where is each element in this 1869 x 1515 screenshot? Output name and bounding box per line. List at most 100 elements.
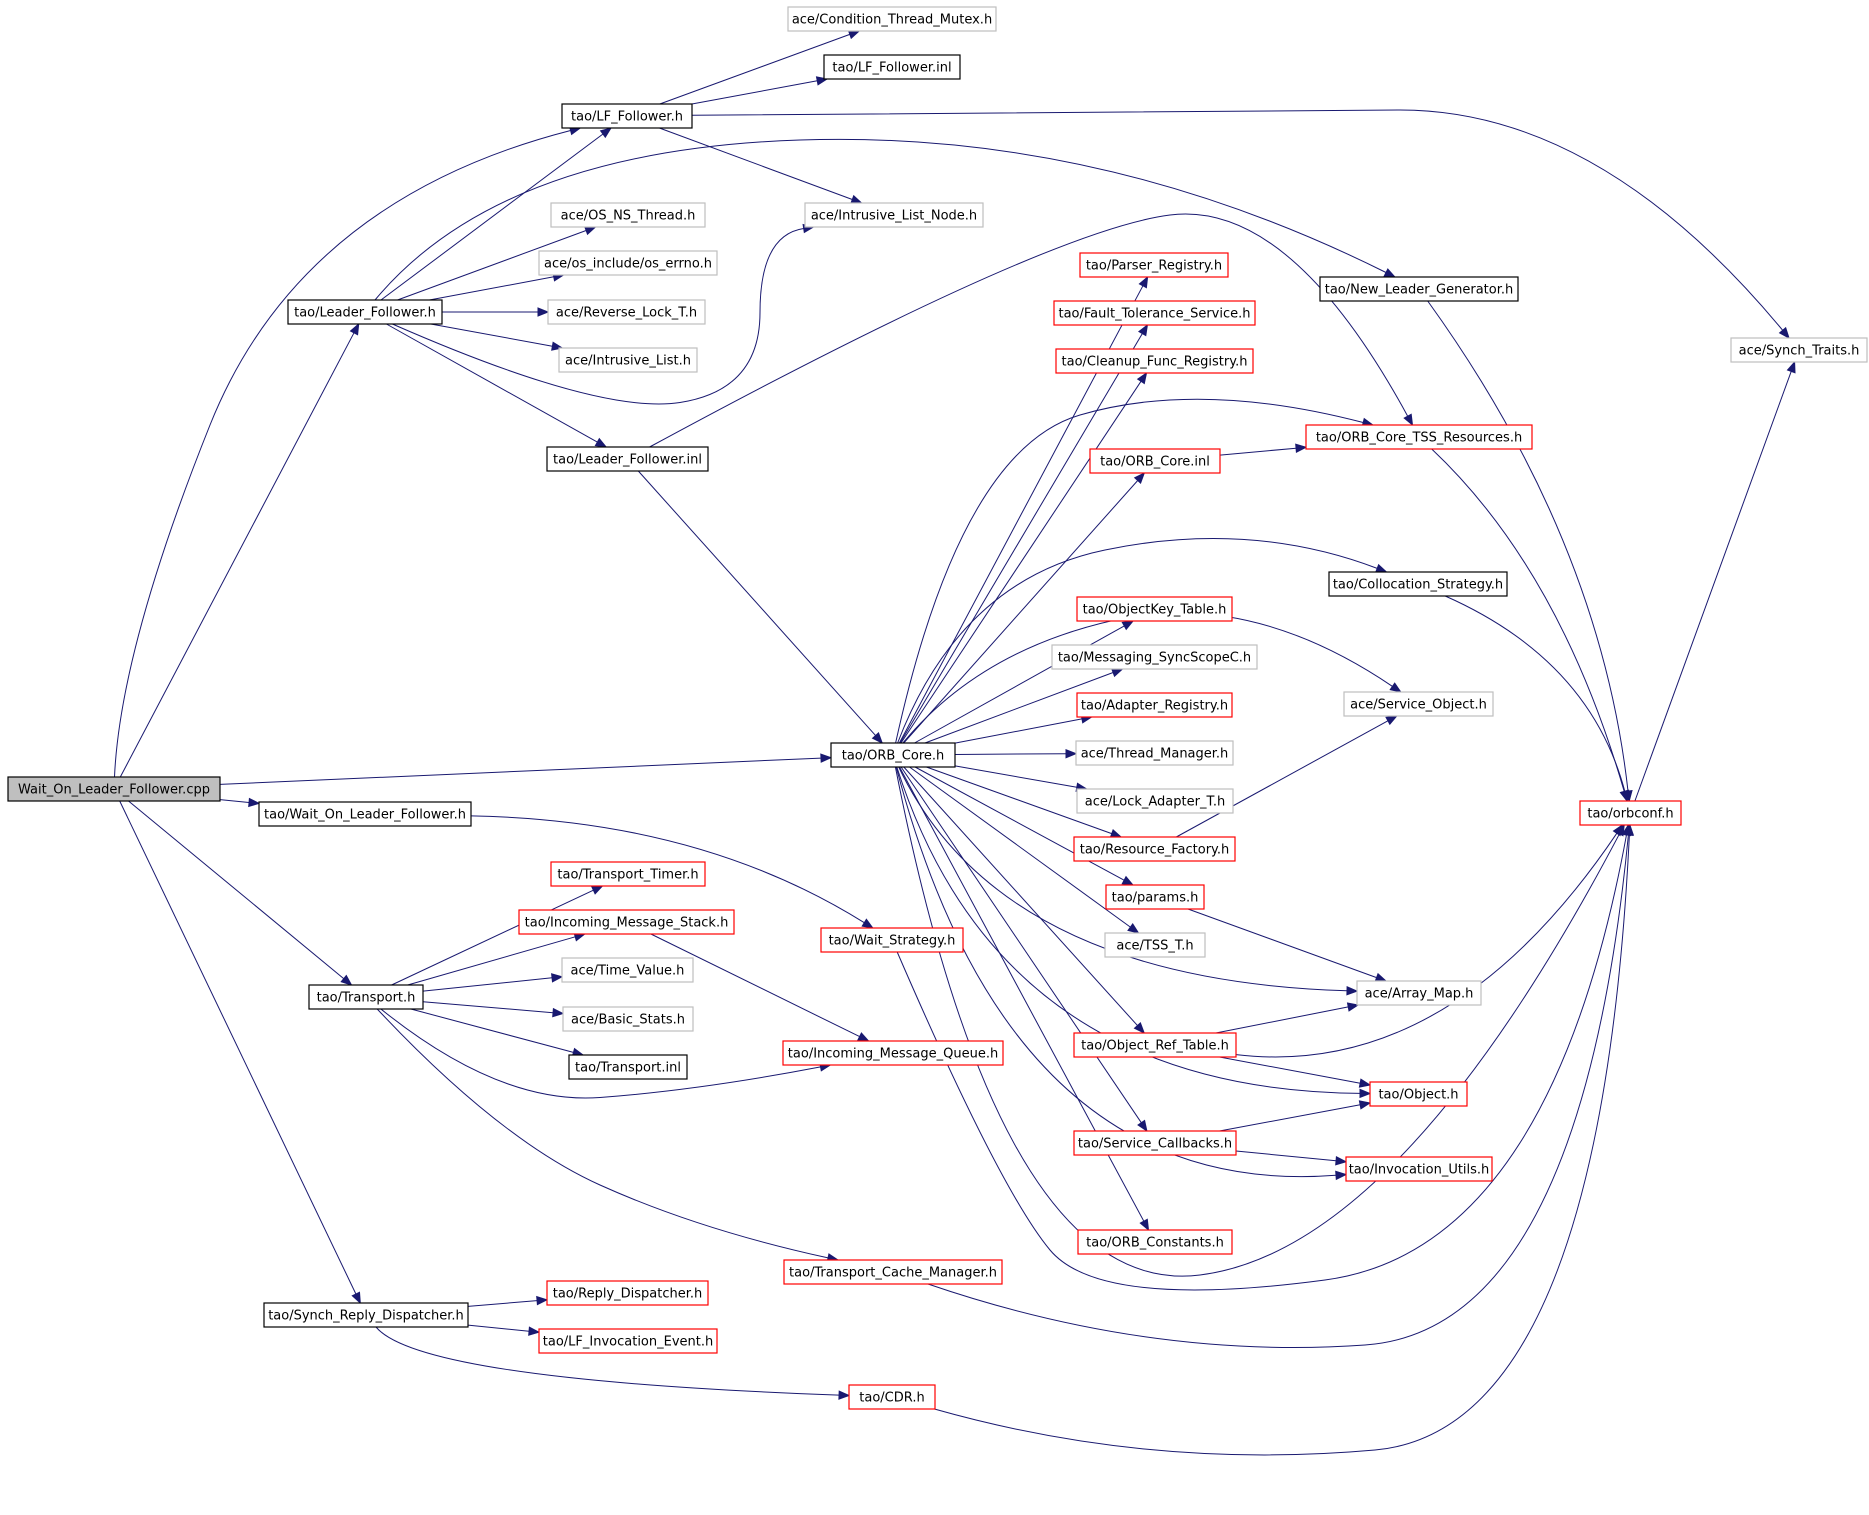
node-box[interactable]	[546, 446, 709, 472]
node-box[interactable]	[538, 250, 718, 276]
node-orb-core-h[interactable]: tao/ORB_Core.h	[830, 742, 956, 768]
node-box[interactable]	[782, 1040, 1004, 1066]
node-orb-constants[interactable]: tao/ORB_Constants.h	[1077, 1229, 1233, 1255]
node-box[interactable]	[1073, 1130, 1237, 1156]
node-orbconf[interactable]: tao/orbconf.h	[1579, 800, 1682, 826]
node-tss-t[interactable]: ace/TSS_T.h	[1104, 932, 1206, 958]
node-synch-traits[interactable]: ace/Synch_Traits.h	[1730, 337, 1868, 363]
node-object-ref-table[interactable]: tao/Object_Ref_Table.h	[1073, 1032, 1237, 1058]
node-orb-core-tss[interactable]: tao/ORB_Core_TSS_Resources.h	[1305, 424, 1533, 450]
node-box[interactable]	[1076, 596, 1233, 622]
node-lf-invocation-event[interactable]: tao/LF_Invocation_Event.h	[538, 1328, 718, 1354]
node-adapter-registry[interactable]: tao/Adapter_Registry.h	[1076, 692, 1233, 718]
node-lock-adapter[interactable]: ace/Lock_Adapter_T.h	[1076, 788, 1234, 814]
node-box[interactable]	[1343, 691, 1494, 717]
node-leader-follower-inl[interactable]: tao/Leader_Follower.inl	[546, 446, 709, 472]
node-resource-factory[interactable]: tao/Resource_Factory.h	[1073, 836, 1236, 862]
node-service-object[interactable]: ace/Service_Object.h	[1343, 691, 1494, 717]
node-incoming-msg-queue[interactable]: tao/Incoming_Message_Queue.h	[782, 1040, 1004, 1066]
node-service-callbacks[interactable]: tao/Service_Callbacks.h	[1073, 1130, 1237, 1156]
node-box[interactable]	[1055, 348, 1254, 374]
node-box[interactable]	[562, 1006, 694, 1032]
node-fault-tolerance[interactable]: tao/Fault_Tolerance_Service.h	[1053, 300, 1256, 326]
node-box[interactable]	[820, 927, 964, 953]
node-box[interactable]	[1076, 692, 1233, 718]
node-params[interactable]: tao/params.h	[1105, 884, 1205, 910]
node-box[interactable]	[263, 1302, 469, 1328]
node-box[interactable]	[830, 742, 956, 768]
node-transport-cache[interactable]: tao/Transport_Cache_Manager.h	[783, 1259, 1003, 1285]
node-box[interactable]	[547, 299, 706, 325]
node-new-leader-gen[interactable]: tao/New_Leader_Generator.h	[1319, 276, 1519, 302]
node-transport-inl[interactable]: tao/Transport.inl	[568, 1054, 688, 1080]
node-incoming-msg-stack[interactable]: tao/Incoming_Message_Stack.h	[518, 909, 735, 935]
node-reverse-lock[interactable]: ace/Reverse_Lock_T.h	[547, 299, 706, 325]
node-transport-h[interactable]: tao/Transport.h	[308, 984, 424, 1010]
node-box[interactable]	[804, 202, 984, 228]
node-box[interactable]	[550, 202, 706, 228]
node-box[interactable]	[558, 347, 698, 373]
node-box[interactable]	[1305, 424, 1533, 450]
node-box[interactable]	[1356, 980, 1482, 1006]
node-box[interactable]	[848, 1384, 936, 1410]
node-orb-core-inl[interactable]: tao/ORB_Core.inl	[1089, 448, 1221, 474]
node-box[interactable]	[568, 1054, 688, 1080]
node-objectkey-table[interactable]: tao/ObjectKey_Table.h	[1076, 596, 1233, 622]
node-intrusive-list-node[interactable]: ace/Intrusive_List_Node.h	[804, 202, 984, 228]
node-box[interactable]	[1328, 571, 1508, 597]
node-array-map[interactable]: ace/Array_Map.h	[1356, 980, 1482, 1006]
node-intrusive-list[interactable]: ace/Intrusive_List.h	[558, 347, 698, 373]
node-box[interactable]	[546, 1280, 709, 1306]
node-leader-follower-h[interactable]: tao/Leader_Follower.h	[287, 299, 443, 325]
node-os-errno[interactable]: ace/os_include/os_errno.h	[538, 250, 718, 276]
node-box[interactable]	[1319, 276, 1519, 302]
node-box[interactable]	[1053, 300, 1256, 326]
node-box[interactable]	[1104, 932, 1206, 958]
node-box[interactable]	[1073, 1032, 1237, 1058]
node-invocation-utils[interactable]: tao/Invocation_Utils.h	[1345, 1156, 1493, 1182]
node-parser-registry[interactable]: tao/Parser_Registry.h	[1079, 252, 1229, 278]
node-box[interactable]	[561, 103, 693, 129]
node-box[interactable]	[1051, 644, 1258, 670]
node-box[interactable]	[783, 1259, 1003, 1285]
node-wait-strategy[interactable]: tao/Wait_Strategy.h	[820, 927, 964, 953]
node-wait-lf-h[interactable]: tao/Wait_On_Leader_Follower.h	[258, 801, 472, 827]
node-box[interactable]	[1089, 448, 1221, 474]
node-object-h[interactable]: tao/Object.h	[1369, 1081, 1468, 1107]
node-box[interactable]	[787, 6, 997, 32]
node-synch-reply[interactable]: tao/Synch_Reply_Dispatcher.h	[263, 1302, 469, 1328]
node-box[interactable]	[1345, 1156, 1493, 1182]
node-lf-follower-h[interactable]: tao/LF_Follower.h	[561, 103, 693, 129]
node-box[interactable]	[287, 299, 443, 325]
node-box[interactable]	[7, 776, 221, 802]
node-thread-manager[interactable]: ace/Thread_Manager.h	[1075, 740, 1234, 766]
node-basic-stats[interactable]: ace/Basic_Stats.h	[562, 1006, 694, 1032]
node-box[interactable]	[258, 801, 472, 827]
node-transport-timer[interactable]: tao/Transport_Timer.h	[550, 861, 706, 887]
node-box[interactable]	[823, 54, 961, 80]
node-os-ns-thread[interactable]: ace/OS_NS_Thread.h	[550, 202, 706, 228]
node-lf-follower-inl[interactable]: tao/LF_Follower.inl	[823, 54, 961, 80]
node-box[interactable]	[1077, 1229, 1233, 1255]
node-box[interactable]	[1075, 740, 1234, 766]
node-box[interactable]	[1105, 884, 1205, 910]
node-box[interactable]	[1369, 1081, 1468, 1107]
node-box[interactable]	[1076, 788, 1234, 814]
node-reply-dispatcher[interactable]: tao/Reply_Dispatcher.h	[546, 1280, 709, 1306]
node-time-value[interactable]: ace/Time_Value.h	[561, 957, 694, 983]
node-box[interactable]	[308, 984, 424, 1010]
node-box[interactable]	[538, 1328, 718, 1354]
node-box[interactable]	[550, 861, 706, 887]
node-messaging-sync[interactable]: tao/Messaging_SyncScopeC.h	[1051, 644, 1258, 670]
node-box[interactable]	[561, 957, 694, 983]
node-box[interactable]	[1579, 800, 1682, 826]
node-root[interactable]: Wait_On_Leader_Follower.cpp	[7, 776, 221, 802]
node-box[interactable]	[1730, 337, 1868, 363]
node-box[interactable]	[1079, 252, 1229, 278]
node-cond-thread-mutex[interactable]: ace/Condition_Thread_Mutex.h	[787, 6, 997, 32]
node-box[interactable]	[1073, 836, 1236, 862]
node-box[interactable]	[518, 909, 735, 935]
node-collocation[interactable]: tao/Collocation_Strategy.h	[1328, 571, 1508, 597]
node-cleanup-func[interactable]: tao/Cleanup_Func_Registry.h	[1055, 348, 1254, 374]
node-cdr-h[interactable]: tao/CDR.h	[848, 1384, 936, 1410]
